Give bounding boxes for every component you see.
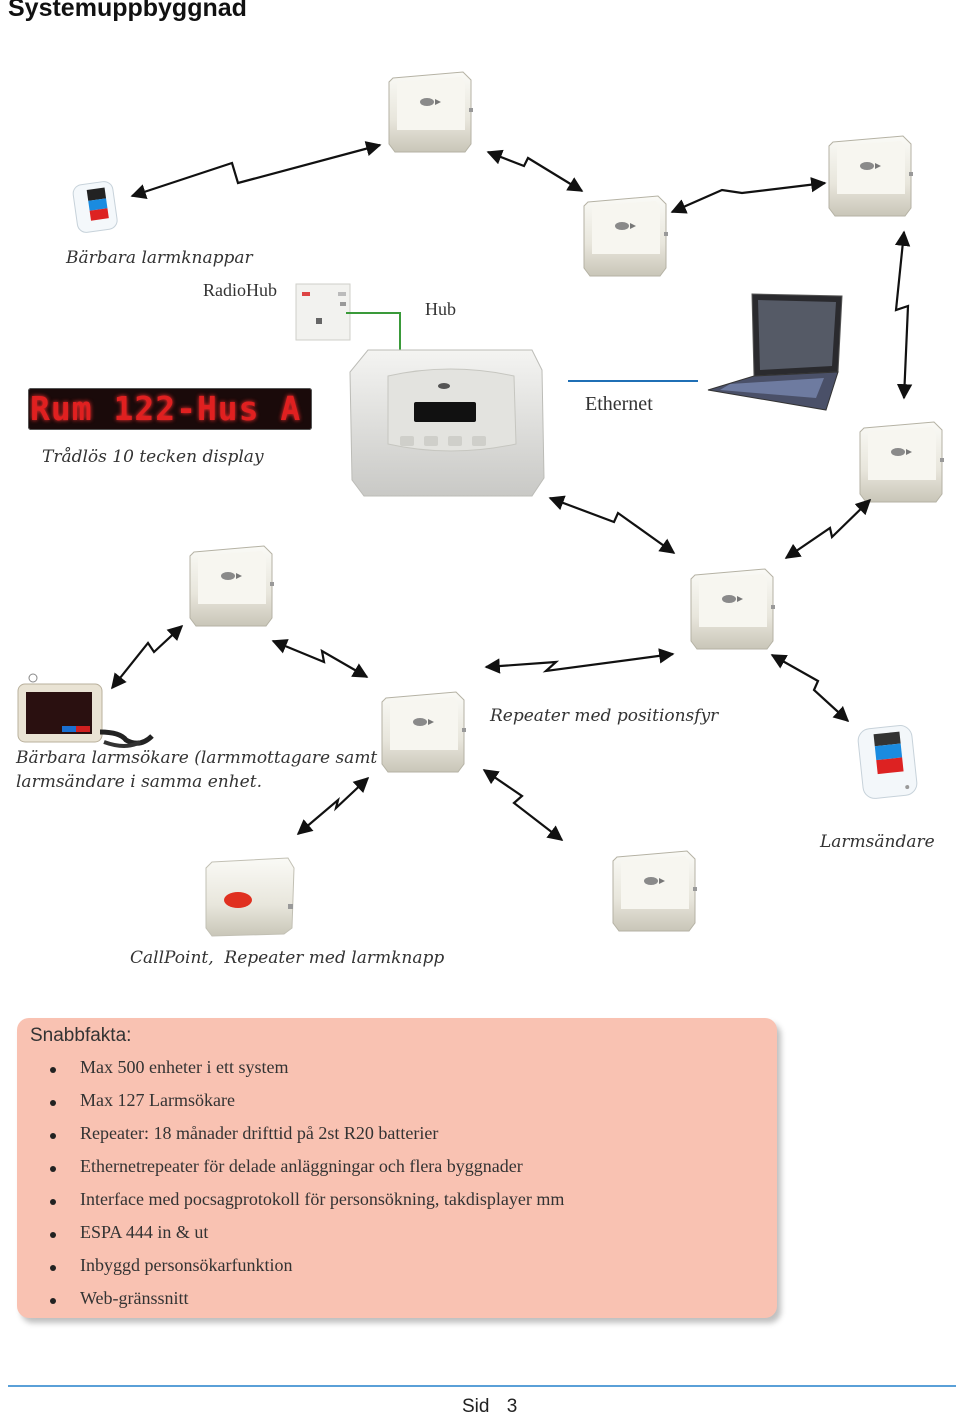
bullet-icon bbox=[50, 1100, 56, 1106]
link-middle-topright bbox=[670, 177, 827, 214]
link-beacon-ethernet bbox=[784, 498, 872, 559]
wireless-display bbox=[28, 388, 312, 430]
link-topright-ethernet bbox=[894, 230, 913, 400]
callpoint-icon bbox=[205, 857, 295, 937]
page-footer: Sid 3 bbox=[462, 1396, 517, 1418]
transmitter-icon bbox=[857, 725, 918, 799]
link-left-pager bbox=[111, 624, 184, 690]
link-repeater-top-middle bbox=[486, 149, 584, 192]
label-callpoint: CallPoint, Repeater med larmknapp bbox=[130, 948, 445, 968]
system-diagram bbox=[17, 71, 945, 937]
page-title: Systemuppbyggnad bbox=[8, 0, 247, 22]
link-beacon-transmitter bbox=[770, 654, 850, 723]
footer-divider bbox=[8, 1385, 956, 1387]
quick-facts-box bbox=[17, 1018, 777, 1318]
repeater-top bbox=[388, 71, 474, 153]
fact-item: Interface med pocsagprotokoll för person… bbox=[80, 1189, 565, 1209]
bullet-icon bbox=[50, 1232, 56, 1238]
label-ethernet: Ethernet bbox=[585, 393, 653, 415]
portable-pager-icon bbox=[17, 673, 154, 748]
portable-alarm-button-icon bbox=[72, 181, 118, 233]
footer-label: Sid bbox=[462, 1396, 490, 1417]
quick-facts-title: Snabbfakta: bbox=[30, 1025, 132, 1046]
label-pager-line2: larmsändare i samma enhet. bbox=[16, 772, 262, 792]
label-pager-line1: Bärbara larmsökare (larmmottagare samt bbox=[16, 748, 378, 768]
label-repeater-beacon: Repeater med positionsfyr bbox=[490, 706, 719, 726]
label-hub: Hub bbox=[425, 299, 456, 319]
repeater-top-right bbox=[828, 135, 914, 217]
laptop-icon bbox=[707, 293, 843, 411]
fact-item: Repeater: 18 månader drifttid på 2st R20… bbox=[80, 1123, 439, 1143]
link-callpoint-center bbox=[296, 776, 370, 835]
hub-icon bbox=[349, 349, 545, 497]
bullet-icon bbox=[50, 1199, 56, 1205]
link-left-center bbox=[271, 639, 369, 678]
repeater-beacon bbox=[690, 568, 776, 650]
label-portable-buttons: Bärbara larmknappar bbox=[66, 248, 253, 268]
bullet-icon bbox=[50, 1166, 56, 1172]
wireless-links bbox=[111, 141, 913, 841]
link-buttons-repeater bbox=[130, 141, 382, 199]
repeater-left bbox=[189, 545, 275, 627]
repeater-center bbox=[381, 691, 467, 773]
fact-item: Web-gränssnitt bbox=[80, 1288, 189, 1308]
repeater-upper-middle bbox=[583, 195, 669, 277]
label-transmitter: Larmsändare bbox=[820, 832, 935, 852]
link-center-bottom bbox=[482, 769, 564, 841]
fact-item: ESPA 444 in & ut bbox=[80, 1222, 209, 1242]
fact-item: Inbyggd personsökarfunktion bbox=[80, 1255, 293, 1275]
bullet-icon bbox=[50, 1067, 56, 1073]
bullet-icon bbox=[50, 1265, 56, 1271]
radiohub-icon bbox=[295, 283, 351, 341]
link-hub-beacon bbox=[548, 495, 676, 554]
bullet-icon bbox=[50, 1298, 56, 1304]
ethernet-repeater-right bbox=[859, 421, 945, 503]
page-number: 3 bbox=[506, 1396, 518, 1417]
bullet-icon bbox=[50, 1133, 56, 1139]
fact-item: Max 127 Larmsökare bbox=[80, 1090, 235, 1110]
link-center-beacon bbox=[484, 648, 675, 674]
radiohub-link-line bbox=[346, 312, 401, 352]
fact-item: Max 500 enheter i ett system bbox=[80, 1057, 289, 1077]
label-display: Trådlös 10 tecken display bbox=[42, 447, 264, 467]
display-text: Rum 122-Hus A bbox=[30, 389, 302, 428]
label-radiohub: RadioHub bbox=[203, 280, 277, 300]
repeater-bottom bbox=[612, 850, 698, 932]
fact-item: Ethernetrepeater för delade anläggningar… bbox=[80, 1156, 523, 1176]
